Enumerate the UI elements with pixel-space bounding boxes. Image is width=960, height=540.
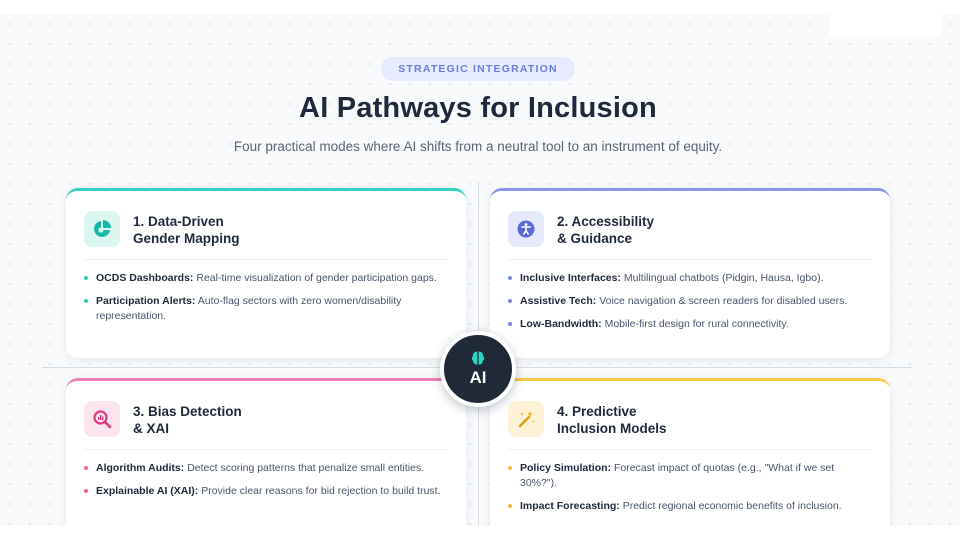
card-title: 3. Bias Detection & XAI	[133, 404, 242, 436]
list-item: Low-Bandwidth: Mobile-first design for r…	[508, 317, 870, 332]
slide-canvas: STRATEGIC INTEGRATION AI Pathways for In…	[0, 14, 960, 526]
ai-hub-label: AI	[469, 368, 487, 387]
bullet-dot	[508, 466, 512, 470]
bullet-dot	[84, 299, 88, 303]
corner-blank-area	[829, 14, 941, 36]
card-accessibility-guidance: 2. Accessibility & Guidance Inclusive In…	[490, 188, 890, 358]
list-item: Inclusive Interfaces: Multilingual chatb…	[508, 271, 870, 286]
card-divider	[84, 449, 448, 450]
list-item: Algorithm Audits: Detect scoring pattern…	[84, 461, 446, 476]
list-item: Participation Alerts: Auto-flag sectors …	[84, 294, 446, 324]
bullet-dot	[84, 489, 88, 493]
ai-hub-badge: AI	[440, 331, 516, 407]
card-divider	[508, 259, 872, 260]
bullet-dot	[508, 504, 512, 508]
card-title: 2. Accessibility & Guidance	[557, 214, 655, 246]
pie-chart-icon	[84, 211, 120, 247]
bullet-dot	[508, 299, 512, 303]
list-item: Assistive Tech: Voice navigation & scree…	[508, 294, 870, 309]
card-bias-detection-xai: 3. Bias Detection & XAI Algorithm Audits…	[66, 378, 466, 526]
page-subtitle: Four practical modes where AI shifts fro…	[233, 139, 723, 154]
bullet-dot	[84, 276, 88, 280]
section-tag: STRATEGIC INTEGRATION	[381, 57, 575, 81]
bullet-dot	[508, 276, 512, 280]
list-item: Policy Simulation: Forecast impact of qu…	[508, 461, 870, 491]
card-title: 1. Data-Driven Gender Mapping	[133, 214, 240, 246]
card-title: 4. Predictive Inclusion Models	[557, 404, 667, 436]
list-item: OCDS Dashboards: Real-time visualization…	[84, 271, 446, 286]
magnifier-chart-icon	[84, 401, 120, 437]
list-item: Impact Forecasting: Predict regional eco…	[508, 499, 870, 514]
accessibility-icon	[508, 211, 544, 247]
page-title: AI Pathways for Inclusion	[299, 92, 657, 124]
bullet-dot	[508, 322, 512, 326]
card-predictive-inclusion-models: 4. Predictive Inclusion Models Policy Si…	[490, 378, 890, 526]
list-item: Explainable AI (XAI): Provide clear reas…	[84, 484, 446, 499]
card-divider	[508, 449, 872, 450]
card-data-driven-gender-mapping: 1. Data-Driven Gender Mapping OCDS Dashb…	[66, 188, 466, 358]
bullet-dot	[84, 466, 88, 470]
brain-icon	[471, 351, 485, 365]
card-divider	[84, 259, 448, 260]
magic-wand-icon	[508, 401, 544, 437]
